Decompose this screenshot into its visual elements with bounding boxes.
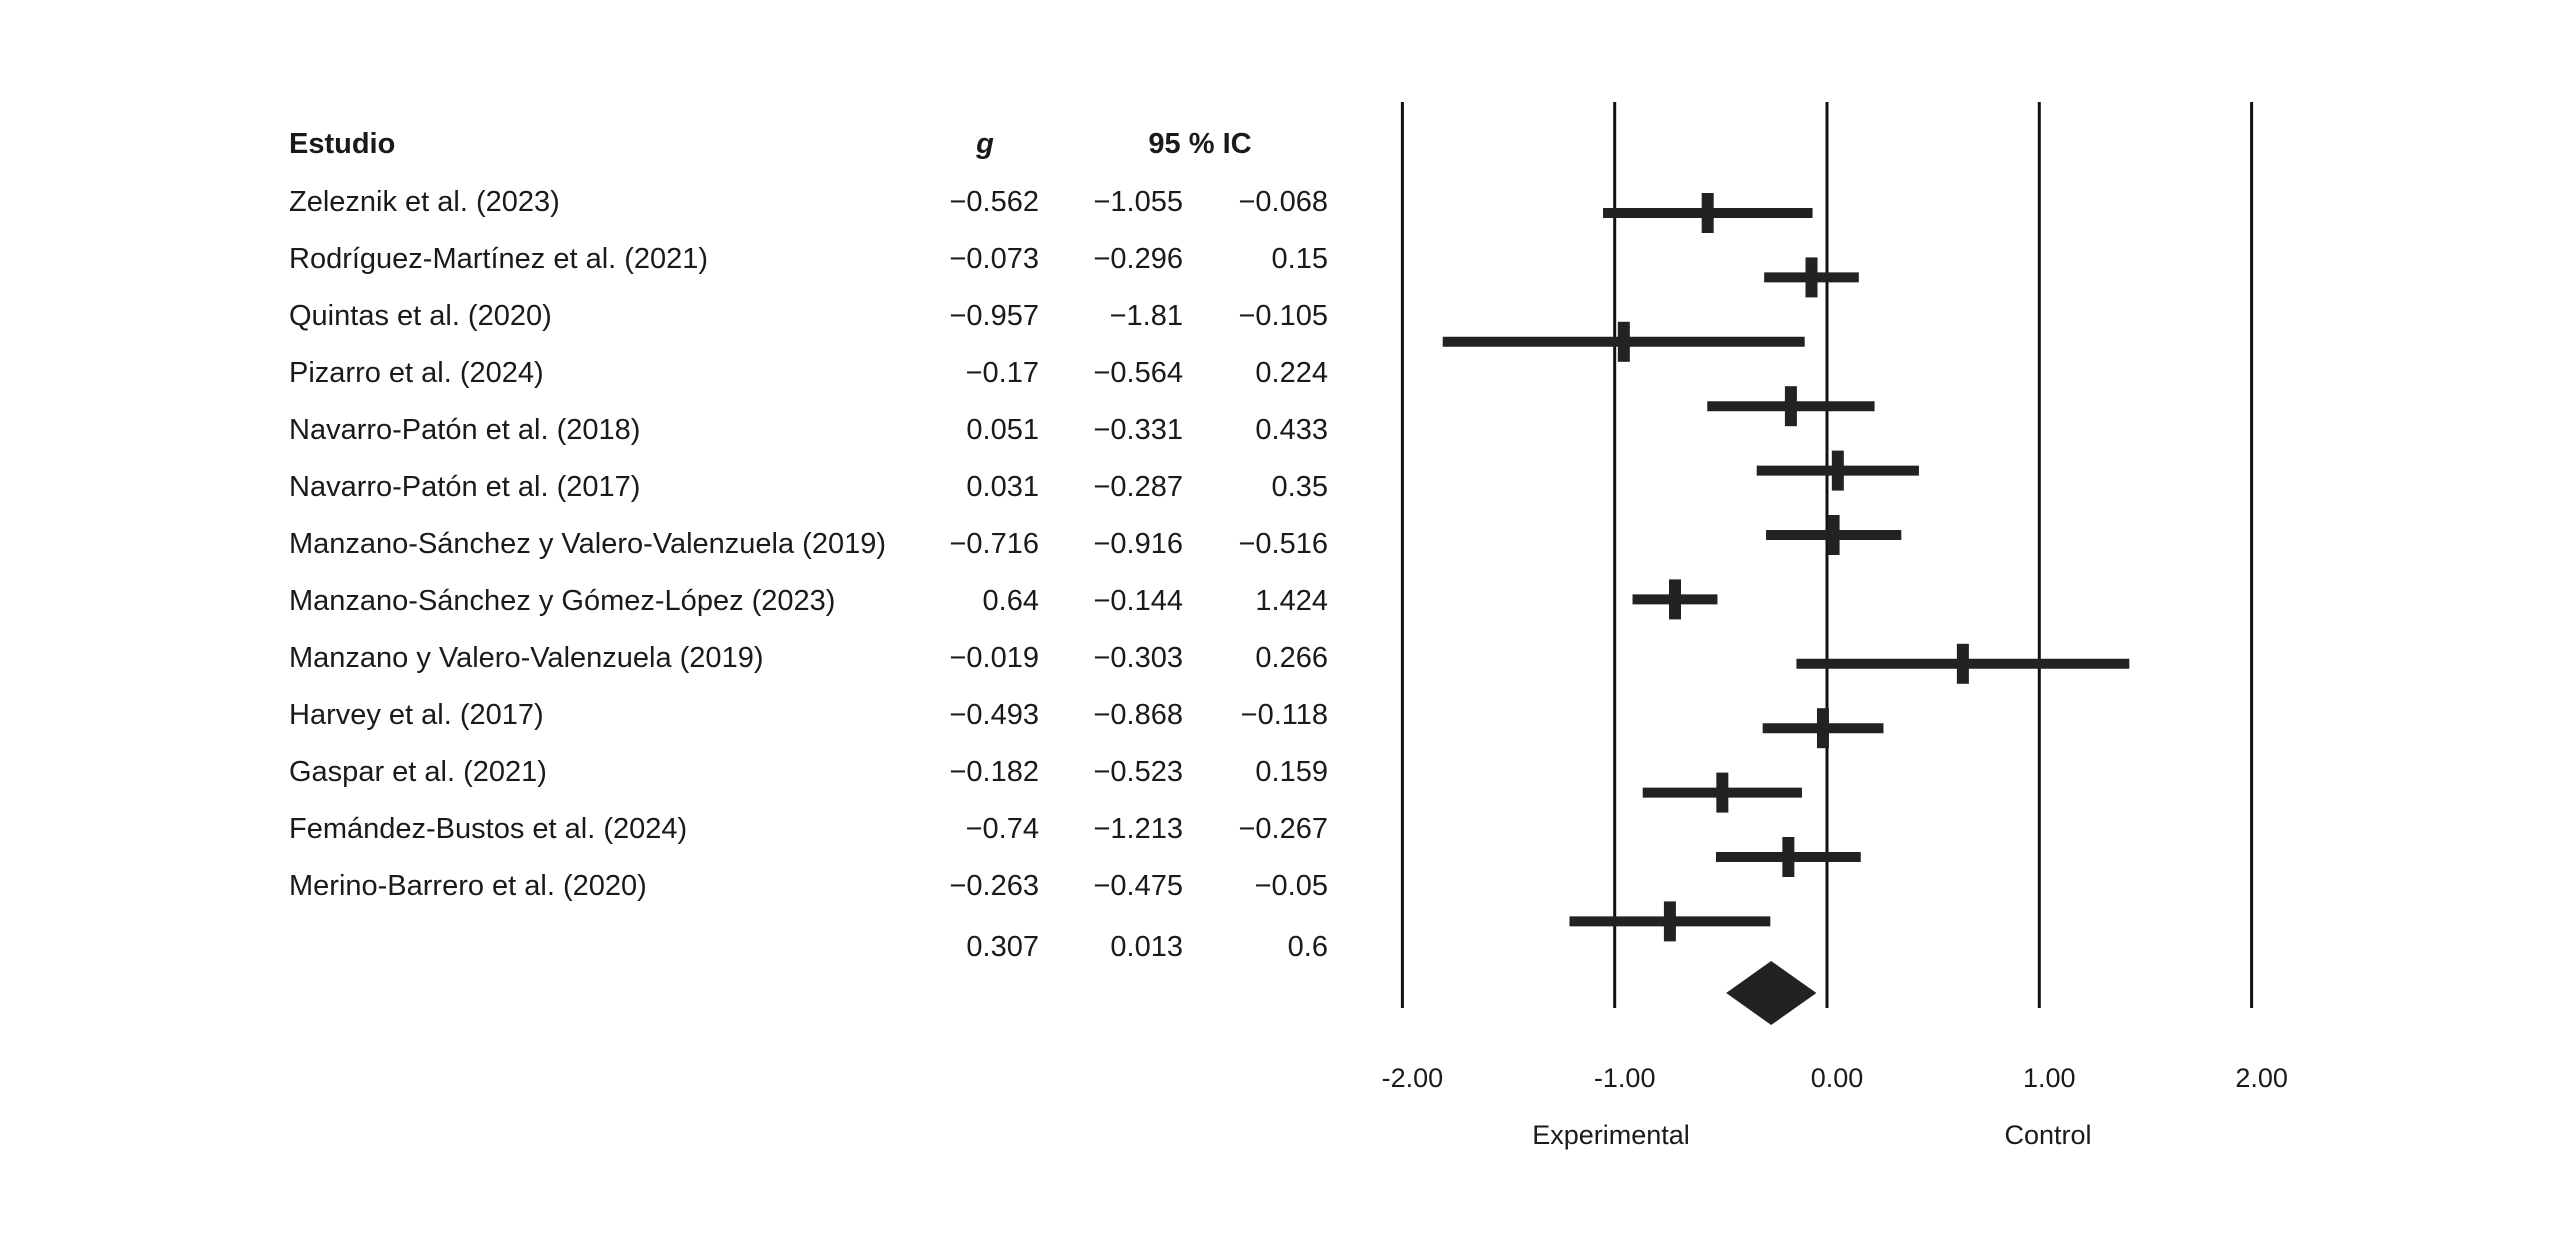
ci-upper: 0.35 — [1271, 471, 1328, 503]
x-tick-label: 2.00 — [2235, 1063, 2288, 1093]
ci-upper: −0.105 — [1238, 300, 1328, 332]
ci-lower: −0.296 — [1093, 243, 1183, 275]
point-estimate — [1784, 386, 1797, 427]
ci-upper: −0.267 — [1238, 813, 1328, 845]
ci-lower: −0.303 — [1093, 642, 1183, 674]
point-estimate — [1827, 515, 1840, 555]
effect-size-g: −0.716 — [949, 528, 1039, 560]
ci-upper: 0.266 — [1255, 642, 1328, 674]
ci-lower: −0.564 — [1093, 357, 1183, 389]
header-study: Estudio — [289, 128, 396, 160]
ci-upper: 0.433 — [1255, 414, 1328, 446]
effect-size-g: −0.562 — [949, 186, 1039, 218]
point-estimate — [1716, 772, 1729, 813]
ci-lower: −1.213 — [1093, 813, 1183, 845]
effect-size-g: 0.051 — [966, 414, 1039, 446]
effect-size-g: −0.073 — [949, 243, 1039, 275]
ci-upper: −0.516 — [1238, 528, 1328, 560]
point-estimate — [1617, 321, 1630, 362]
study-name: Manzano y Valero-Valenzuela (2019) — [289, 642, 764, 674]
study-name: Manzano-Sánchez y Valero-Valenzuela (201… — [289, 528, 886, 560]
ci-lower: −0.868 — [1093, 699, 1183, 731]
x-tick-label: 0.00 — [1811, 1063, 1864, 1093]
effect-size-g: −0.493 — [949, 699, 1039, 731]
x-tick-label: -2.00 — [1382, 1063, 1444, 1093]
study-name: Quintas et al. (2020) — [289, 300, 552, 332]
study-name: Navarro-Patón et al. (2018) — [289, 414, 641, 446]
ci-lower: −0.475 — [1093, 870, 1183, 902]
pooled-diamond — [1726, 961, 1817, 1025]
point-estimate — [1668, 579, 1681, 620]
study-name: Pizarro et al. (2024) — [289, 357, 544, 389]
study-name: Zeleznik et al. (2023) — [289, 186, 560, 218]
pooled-ci-lower: 0.013 — [1110, 931, 1183, 963]
ci-upper: 0.224 — [1255, 357, 1328, 389]
ci-lower: −0.331 — [1093, 414, 1183, 446]
ci-lower: −1.055 — [1093, 186, 1183, 218]
point-estimate — [1782, 837, 1795, 877]
study-name: Femández-Bustos et al. (2024) — [289, 813, 688, 845]
effect-size-g: −0.17 — [965, 357, 1039, 389]
point-estimate — [1831, 450, 1844, 491]
study-name: Harvey et al. (2017) — [289, 699, 544, 731]
ci-upper: −0.068 — [1238, 186, 1328, 218]
xlabel-control: Control — [2004, 1120, 2092, 1150]
pooled-ci-upper: 0.6 — [1287, 931, 1328, 963]
point-estimate — [1816, 708, 1829, 749]
study-name: Merino-Barrero et al. (2020) — [289, 870, 647, 902]
xlabel-experimental: Experimental — [1532, 1120, 1690, 1150]
header-g: g — [976, 128, 994, 160]
effect-size-g: −0.263 — [949, 870, 1039, 902]
point-estimate — [1663, 901, 1676, 942]
effect-size-g: −0.019 — [949, 642, 1039, 674]
study-name: Manzano-Sánchez y Gómez-López (2023) — [289, 585, 836, 617]
ci-upper: 0.15 — [1271, 243, 1328, 275]
ci-lower: −1.81 — [1109, 300, 1183, 332]
ci-lower: −0.523 — [1093, 756, 1183, 788]
x-tick-label: 1.00 — [2023, 1063, 2076, 1093]
ci-upper: −0.118 — [1240, 699, 1328, 731]
effect-size-g: 0.031 — [966, 471, 1039, 503]
ci-lower: −0.144 — [1093, 585, 1183, 617]
study-name: Rodríguez-Martínez et al. (2021) — [289, 243, 709, 275]
ci-lower: −0.916 — [1093, 528, 1183, 560]
ci-lower: −0.287 — [1093, 471, 1183, 503]
study-name: Navarro-Patón et al. (2017) — [289, 471, 641, 503]
point-estimate — [1701, 193, 1714, 233]
ci-upper: −0.05 — [1254, 870, 1328, 902]
ci-upper: 1.424 — [1255, 585, 1328, 617]
effect-size-g: −0.957 — [949, 300, 1039, 332]
effect-size-g: −0.182 — [949, 756, 1039, 788]
pooled-g: 0.307 — [966, 931, 1039, 963]
point-estimate — [1805, 257, 1818, 298]
ci-upper: 0.159 — [1255, 756, 1328, 788]
study-name: Gaspar et al. (2021) — [289, 756, 547, 788]
effect-size-g: 0.64 — [982, 585, 1039, 617]
header-ci: 95 % IC — [1148, 128, 1252, 160]
effect-size-g: −0.74 — [965, 813, 1039, 845]
x-tick-label: -1.00 — [1594, 1063, 1656, 1093]
point-estimate — [1956, 643, 1969, 684]
